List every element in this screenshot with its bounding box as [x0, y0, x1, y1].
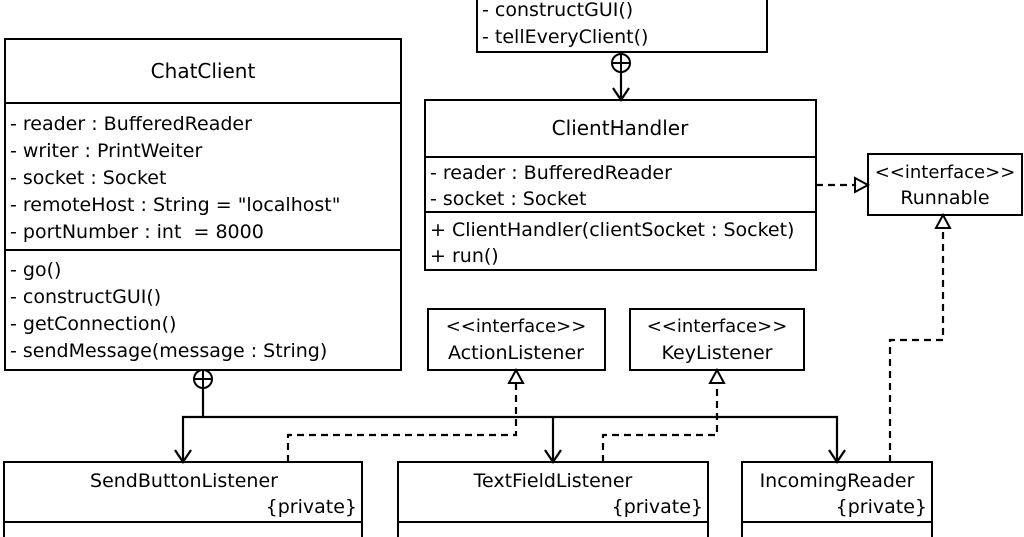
- interface-key-listener: <<interface>> KeyListener: [629, 308, 805, 371]
- realization-send-button-action-listener: [286, 367, 525, 462]
- chat-client-method-construct-gui: - constructGUI(): [10, 286, 161, 308]
- incoming-reader-modifier: {private}: [836, 496, 927, 518]
- top-method-construct-gui: - constructGUI(): [482, 0, 633, 21]
- nesting-edge-chat-client-to-inner-classes: [174, 369, 846, 464]
- chat-client-attr-reader: - reader : BufferedReader: [10, 113, 252, 135]
- class-send-button-listener: SendButtonListener {private}: [3, 461, 363, 537]
- class-text-field-listener: TextFieldListener {private}: [397, 461, 709, 537]
- text-field-listener-modifier: {private}: [612, 496, 703, 518]
- send-button-listener-modifier: {private}: [266, 496, 357, 518]
- class-chat-client: ChatClient - reader : BufferedReader - w…: [4, 38, 402, 371]
- interface-runnable: <<interface>> Runnable: [867, 153, 1023, 216]
- realization-text-field-key-listener: [601, 367, 726, 462]
- chat-client-method-send-message: - sendMessage(message : String): [10, 340, 327, 362]
- chat-client-method-go: - go(): [10, 259, 61, 281]
- client-handler-method-run: + run(): [430, 245, 499, 267]
- runnable-stereotype: <<interface>>: [875, 162, 1016, 183]
- chat-client-attr-port-number: - portNumber : int = 8000: [10, 221, 264, 243]
- client-handler-method-constructor: + ClientHandler(clientSocket : Socket): [430, 219, 794, 241]
- class-incoming-reader: IncomingReader {private}: [741, 461, 933, 537]
- key-listener-name: KeyListener: [662, 342, 773, 364]
- class-client-handler: ClientHandler - reader : BufferedReader …: [424, 99, 817, 271]
- chat-client-attr-socket: - socket : Socket: [10, 167, 166, 189]
- client-handler-attr-reader: - reader : BufferedReader: [430, 162, 672, 184]
- text-field-listener-name: TextFieldListener: [473, 470, 633, 492]
- chat-client-method-get-connection: - getConnection(): [10, 313, 176, 335]
- chat-client-attr-writer: - writer : PrintWeiter: [10, 140, 202, 162]
- top-method-tell-every-client: - tellEveryClient(): [482, 26, 648, 48]
- runnable-name: Runnable: [900, 187, 989, 209]
- client-handler-attr-socket: - socket : Socket: [430, 188, 586, 210]
- action-listener-stereotype: <<interface>>: [446, 316, 587, 337]
- class-top-partial: - constructGUI() - tellEveryClient(): [476, 0, 768, 53]
- chat-client-attr-remote-host: - remoteHost : String = "localhost": [10, 194, 340, 216]
- send-button-listener-name: SendButtonListener: [90, 470, 278, 492]
- nesting-edge-top-to-client-handler: [611, 53, 631, 102]
- incoming-reader-name: IncomingReader: [760, 470, 915, 492]
- realization-incoming-reader-runnable: [888, 212, 952, 462]
- interface-action-listener: <<interface>> ActionListener: [427, 308, 606, 371]
- key-listener-stereotype: <<interface>>: [647, 316, 788, 337]
- chat-client-name: ChatClient: [151, 59, 256, 83]
- client-handler-name: ClientHandler: [552, 116, 689, 140]
- action-listener-name: ActionListener: [448, 342, 584, 364]
- realization-client-handler-runnable: [816, 176, 871, 194]
